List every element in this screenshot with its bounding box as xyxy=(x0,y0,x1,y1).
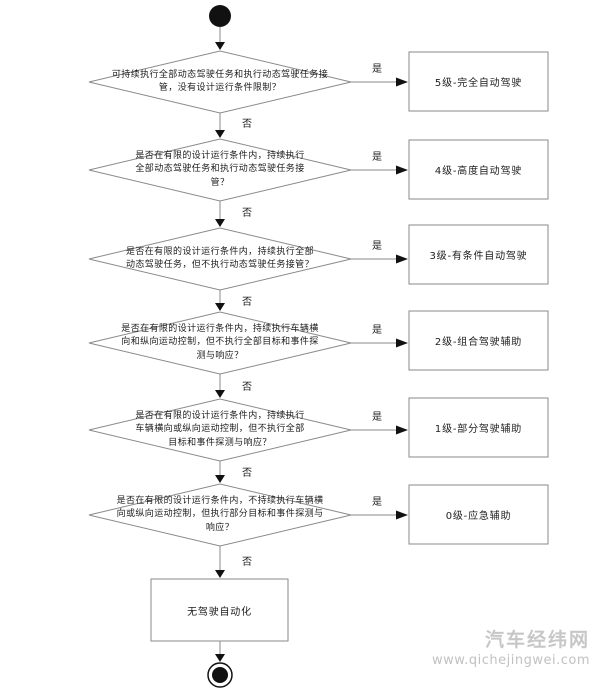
decision-text-6: 是否在有限的设计运行条件内，不持续执行车辆横向或纵向运动控制，但执行部分目标和事… xyxy=(116,495,324,533)
yes-label-5: 是 xyxy=(372,412,382,423)
decision-text-1: 可持续执行全部动态驾驶任务和执行动态驾驶任务接管，没有设计运行条件限制？ xyxy=(111,69,329,94)
arrowheads xyxy=(215,42,408,662)
arrowhead-right-icon xyxy=(396,165,408,175)
level-boxes xyxy=(150,51,549,642)
end-node-ring xyxy=(207,662,233,688)
level-label-1: 1级-部分驾驶辅助 xyxy=(434,424,523,435)
decision-text-3: 是否在有限的设计运行条件内，持续执行全部动态驾驶任务，但不执行动态驾驶任务接管？ xyxy=(125,246,314,271)
level-box-1 xyxy=(408,397,549,458)
level-label-5: 5级-完全自动驾驶 xyxy=(434,78,523,89)
decision-diamond-5 xyxy=(88,398,352,462)
decision-diamond-3 xyxy=(88,227,352,291)
no-label-3: 否 xyxy=(242,297,252,308)
level-label-2: 2级-组合驾驶辅助 xyxy=(434,337,523,348)
yes-label-2: 是 xyxy=(372,152,382,163)
level-box-5 xyxy=(408,51,549,112)
decision-text-2: 是否在有限的设计运行条件内，持续执行全部动态驾驶任务和执行动态驾驶任务接管？ xyxy=(135,150,305,188)
decision-diamonds xyxy=(88,50,352,547)
no-label-2: 否 xyxy=(242,208,252,219)
level-box-0 xyxy=(408,484,549,545)
level-box-2 xyxy=(408,310,549,371)
decision-diamond-1 xyxy=(88,50,352,114)
watermark-site-url: www.qichejingwei.com xyxy=(432,652,590,668)
arrowhead-right-icon xyxy=(396,338,408,348)
yes-label-6: 是 xyxy=(372,497,382,508)
decision-diamond-2 xyxy=(88,138,352,202)
no-label-6: 否 xyxy=(242,557,252,568)
decision-text-5: 是否在有限的设计运行条件内，持续执行车辆横向或纵向运动控制，但不执行全部目标和事… xyxy=(135,410,305,448)
arrowhead-right-icon xyxy=(396,425,408,435)
arrowhead-down-icon xyxy=(215,654,225,662)
arrowhead-right-icon xyxy=(396,254,408,264)
connector-lines xyxy=(219,27,398,655)
terminal-label: 无驾驶自动化 xyxy=(187,606,252,618)
level-label-0: 0级-应急辅助 xyxy=(445,511,512,522)
level-label-4: 4级-高度自动驾驶 xyxy=(434,166,523,177)
decision-diamond-6 xyxy=(88,483,352,547)
arrowhead-right-icon xyxy=(396,77,408,87)
decision-text-4: 是否在有限的设计运行条件内，持续执行车辆横向和纵向运动控制，但不执行全部目标和事… xyxy=(121,323,319,361)
watermark: 汽车经纬网 www.qichejingwei.com xyxy=(432,629,590,669)
arrowhead-down-icon xyxy=(215,130,225,138)
level-label-3: 3级-有条件自动驾驶 xyxy=(429,251,528,262)
no-label-1: 否 xyxy=(242,119,252,130)
arrowhead-down-icon xyxy=(215,42,225,50)
arrowhead-down-icon xyxy=(215,390,225,398)
yes-label-3: 是 xyxy=(372,241,382,252)
start-node xyxy=(209,5,231,27)
level-box-4 xyxy=(408,139,549,200)
no-label-5: 否 xyxy=(242,468,252,479)
no-label-4: 否 xyxy=(242,382,252,393)
terminal-box xyxy=(150,578,289,642)
arrowhead-down-icon xyxy=(215,303,225,311)
arrowhead-down-icon xyxy=(215,475,225,483)
arrowhead-down-icon xyxy=(215,570,225,578)
decision-diamond-4 xyxy=(88,311,352,375)
arrowhead-down-icon xyxy=(215,219,225,227)
yes-label-4: 是 xyxy=(372,325,382,336)
arrowhead-right-icon xyxy=(396,510,408,520)
watermark-site-name: 汽车经纬网 xyxy=(484,629,590,651)
level-box-3 xyxy=(408,224,549,285)
end-node xyxy=(212,667,228,683)
yes-label-1: 是 xyxy=(372,64,382,75)
